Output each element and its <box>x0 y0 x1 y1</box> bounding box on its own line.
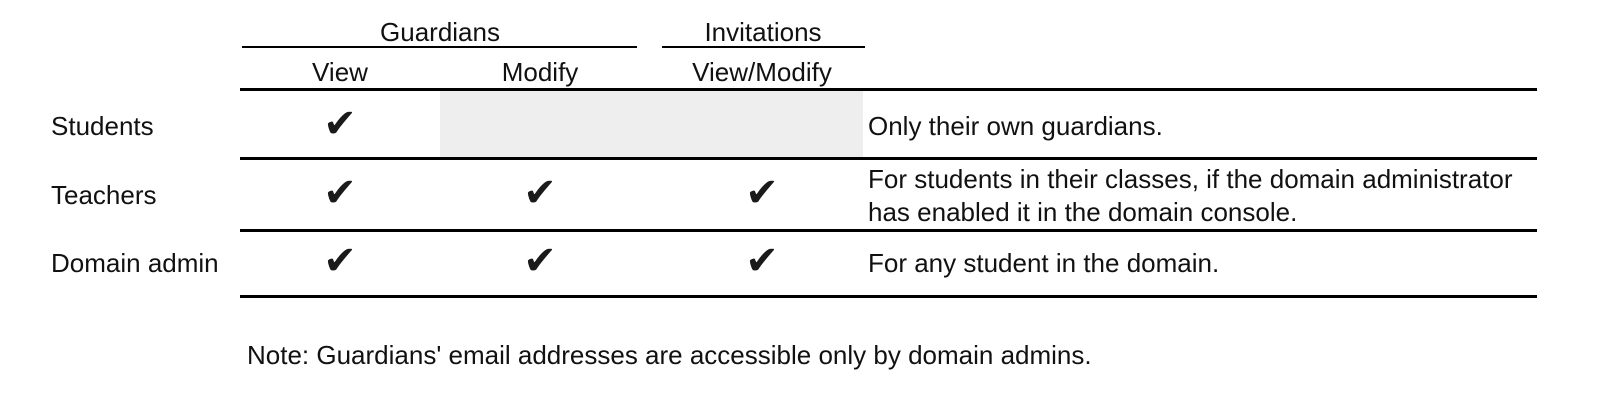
table-footnote: Note: Guardians' email addresses are acc… <box>247 340 1092 370</box>
column-header-guardians-view: View <box>312 57 368 87</box>
check-icon-teachers-guardians-view: ✔ <box>323 170 357 216</box>
check-icon-domain-admin-guardians-modify: ✔ <box>523 238 557 284</box>
table-rule-after-students <box>240 157 1537 160</box>
group-rule-guardians <box>242 46 637 48</box>
row-label-domain-admin: Domain admin <box>51 248 219 278</box>
table-rule-top <box>240 88 1537 91</box>
table-rule-bottom <box>240 295 1537 298</box>
shaded-cell-students-modify <box>440 91 863 157</box>
check-icon-students-guardians-view: ✔ <box>323 101 357 147</box>
check-icon-teachers-invitations: ✔ <box>745 170 779 216</box>
column-group-label-invitations: Invitations <box>704 17 822 47</box>
row-label-teachers: Teachers <box>51 180 157 210</box>
group-rule-invitations <box>662 46 865 48</box>
row-label-students: Students <box>51 111 154 141</box>
column-header-guardians-modify: Modify <box>501 57 579 87</box>
check-icon-domain-admin-invitations: ✔ <box>745 238 779 284</box>
check-icon-teachers-guardians-modify: ✔ <box>523 170 557 216</box>
column-header-invitations-view-modify: View/Modify <box>692 57 832 87</box>
row-note-domain-admin: For any student in the domain. <box>868 248 1220 278</box>
column-group-label-guardians: Guardians <box>380 17 500 47</box>
check-icon-domain-admin-guardians-view: ✔ <box>323 238 357 284</box>
row-note-students: Only their own guardians. <box>868 111 1163 141</box>
row-note-teachers: For students in their classes, if the do… <box>868 164 1513 227</box>
table-rule-after-teachers <box>240 229 1537 232</box>
